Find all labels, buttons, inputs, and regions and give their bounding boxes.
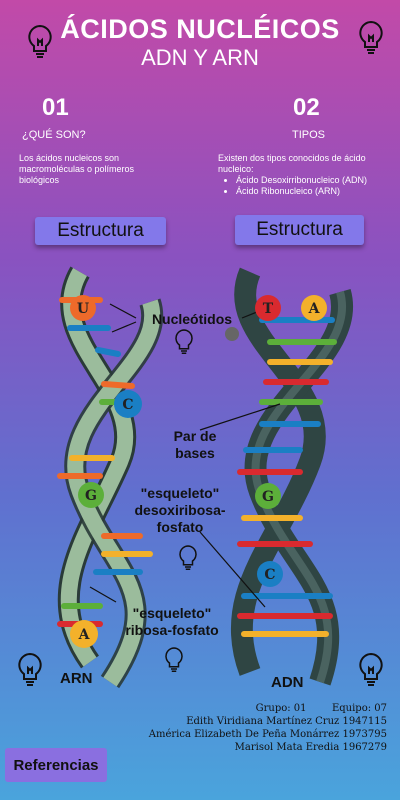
page-subtitle: ADN Y ARN (141, 45, 259, 70)
section-description-left: Los ácidos nucleicos son macromoléculas … (19, 153, 135, 185)
dna-base-label: C (264, 567, 275, 583)
section-number-right: 02 (293, 94, 320, 121)
credits: Grupo: 01 Equipo: 07 Edith Viridiana Mar… (149, 702, 387, 754)
label-ribose-backbone: "esqueleto" ribosa-fosfato (125, 605, 219, 638)
lightbulb-icon (165, 647, 183, 672)
label-base-pairs: Par de bases (173, 428, 217, 461)
types-list-item: Ácido Ribonucleico (ARN) (236, 186, 400, 197)
lightbulb-icon (359, 20, 383, 54)
rna-base-label: A (78, 627, 91, 643)
rna-base-u (70, 295, 96, 321)
member-line: América Elizabeth De Peña Monárrez 19737… (148, 729, 387, 740)
lightbulb-icon (28, 24, 52, 58)
references-button[interactable]: Referencias (5, 748, 107, 782)
lightbulb-icon (359, 652, 383, 686)
rna-base-c (114, 390, 142, 418)
structure-button-right[interactable]: Estructura (235, 215, 364, 245)
decorative-dot (225, 327, 239, 341)
section-heading-right: TIPOS (292, 129, 326, 141)
dna-base-label: G (262, 489, 274, 505)
member-line: Marisol Mata Eredia 1967279 (234, 742, 387, 753)
dna-base-t (255, 295, 281, 321)
lightbulb-icon (179, 545, 197, 570)
structure-button-left[interactable]: Estructura (35, 217, 166, 245)
rna-base-g (78, 482, 104, 508)
rna-name: ARN (60, 670, 93, 687)
rna-base-label: U (77, 301, 89, 317)
pointer-line (89, 586, 117, 603)
dna-backbone (230, 267, 326, 676)
section-heading-left: ¿QUÉ SON? (22, 129, 86, 141)
lightbulb-icon (18, 652, 42, 686)
section-description-right: Existen dos tipos conocidos de ácido nuc… (218, 153, 366, 174)
pointer-line (111, 321, 137, 333)
rna-base-rung (95, 347, 121, 357)
types-list: Ácido Desoxirribonucleico (ADN) Ácido Ri… (218, 175, 400, 197)
label-deoxyribose-backbone: "esqueleto" desoxiribosa- fosfato (134, 485, 226, 535)
dna-base-a (301, 295, 327, 321)
rna-backbone (60, 268, 134, 667)
label-nucleotides: Nucleótidos (151, 311, 233, 327)
dna-base-g (255, 483, 281, 509)
nucleic-acid-diagram: U C G A T A G C (57, 266, 353, 689)
page-title: ÁCIDOS NUCLÉICOS (60, 14, 340, 44)
dna-base-label: T (263, 301, 274, 317)
member-line: Edith Viridiana Martínez Cruz 1947115 (186, 716, 387, 727)
dna-base-c (257, 561, 283, 587)
rna-base-rung (101, 381, 135, 389)
rna-base-label: C (122, 397, 133, 413)
rna-base-label: G (85, 488, 97, 504)
rna-base-a (70, 620, 98, 648)
pointer-line (199, 531, 266, 608)
dna-name: ADN (271, 674, 304, 691)
pointer-line (199, 403, 281, 431)
group-line: Grupo: 01 Equipo: 07 (255, 703, 387, 714)
dna-base-label: A (308, 301, 321, 317)
section-number-left: 01 (42, 94, 69, 121)
pointer-line (109, 303, 137, 319)
types-list-item: Ácido Desoxirribonucleico (ADN) (236, 175, 400, 186)
lightbulb-icon (175, 329, 193, 354)
